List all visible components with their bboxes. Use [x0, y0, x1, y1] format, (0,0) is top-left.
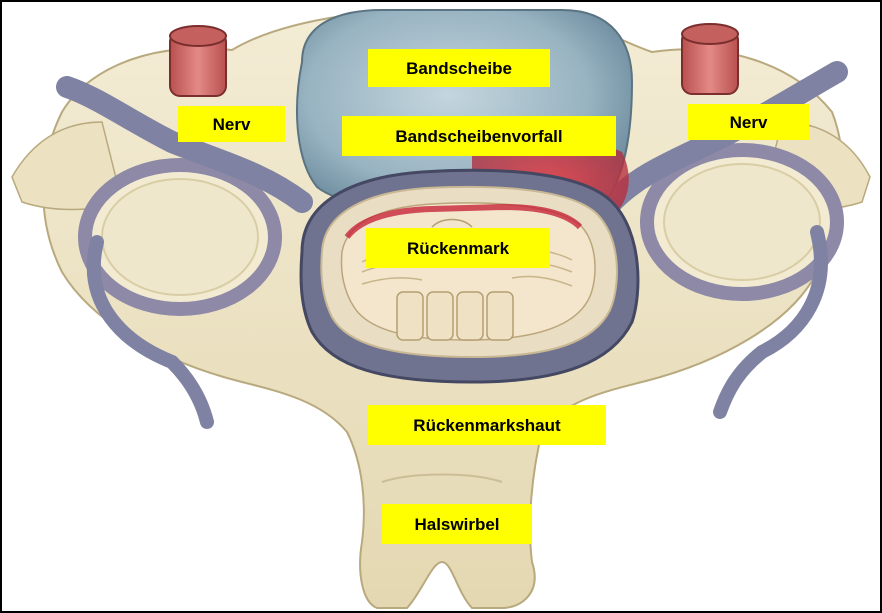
label-nerv-left: Nerv [178, 106, 285, 142]
label-halswirbel: Halswirbel [382, 504, 532, 544]
label-bandscheibenvorfall: Bandscheibenvorfall [342, 116, 616, 156]
label-rueckenmark: Rückenmark [366, 228, 550, 268]
label-rueckenmarkshaut: Rückenmarkshaut [368, 405, 606, 445]
label-nerv-right: Nerv [688, 104, 809, 140]
label-bandscheibe: Bandscheibe [368, 49, 550, 87]
